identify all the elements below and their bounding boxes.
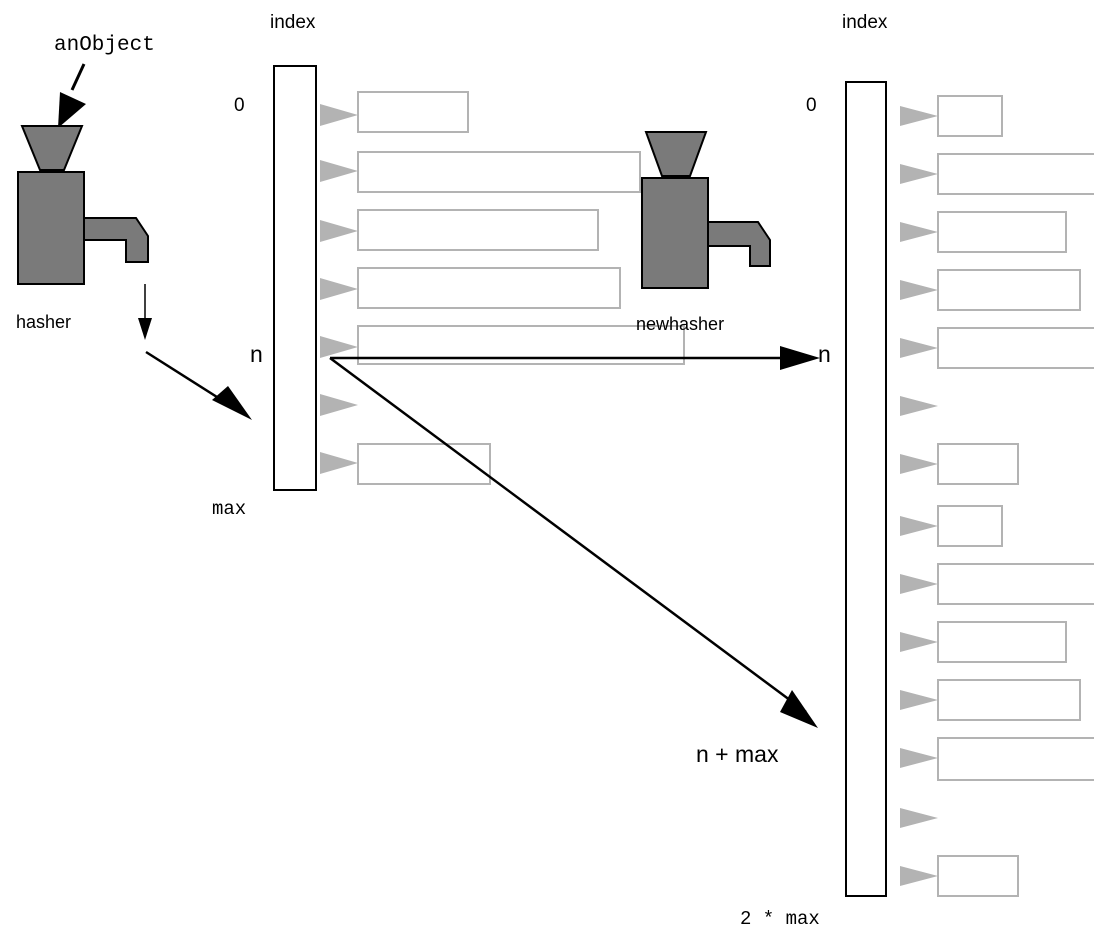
right-zero-label: 0 bbox=[806, 95, 817, 116]
rehash-arrow-to-n-plus-max bbox=[330, 358, 818, 728]
bucket-chain bbox=[938, 506, 1002, 546]
bucket-chain bbox=[938, 564, 1094, 604]
left-n-label: n bbox=[250, 341, 263, 367]
left-zero-label: 0 bbox=[234, 95, 245, 116]
bucket-chain bbox=[938, 212, 1066, 252]
bucket-pointer bbox=[900, 748, 938, 768]
n-plus-max-label: n + max bbox=[696, 741, 779, 767]
bucket-chain bbox=[938, 856, 1018, 896]
bucket-chain bbox=[938, 96, 1002, 136]
bucket-pointer bbox=[900, 454, 938, 474]
bucket-pointer bbox=[320, 452, 358, 474]
bucket-pointer bbox=[900, 690, 938, 710]
bucket-chain bbox=[358, 268, 620, 308]
two-max-label: 2 * max bbox=[740, 908, 820, 930]
right-index-header: index bbox=[842, 12, 888, 33]
right-index-array bbox=[846, 82, 886, 896]
bucket-pointer bbox=[900, 222, 938, 242]
rehash-arrow-to-n bbox=[330, 346, 820, 370]
hasher-label: hasher bbox=[16, 312, 71, 332]
bucket-chain bbox=[358, 444, 490, 484]
hasher-output-arrow bbox=[138, 284, 152, 340]
bucket-pointer bbox=[900, 396, 938, 416]
hash-to-index-arrow bbox=[146, 352, 252, 420]
bucket-chain bbox=[938, 738, 1094, 780]
hasher-icon bbox=[18, 126, 148, 284]
bucket-chain bbox=[938, 444, 1018, 484]
left-index-array bbox=[274, 66, 316, 490]
bucket-pointer bbox=[320, 394, 358, 416]
bucket-chain bbox=[358, 92, 468, 132]
left-buckets bbox=[320, 92, 684, 484]
right-buckets bbox=[900, 96, 1094, 896]
bucket-chain bbox=[938, 680, 1080, 720]
bucket-chain bbox=[358, 210, 598, 250]
left-index-header: index bbox=[270, 12, 316, 33]
bucket-pointer bbox=[900, 164, 938, 184]
bucket-pointer bbox=[320, 160, 358, 182]
newhasher-label: newhasher bbox=[636, 314, 724, 334]
bucket-pointer bbox=[900, 866, 938, 886]
input-arrow bbox=[58, 64, 86, 128]
bucket-chain bbox=[938, 154, 1094, 194]
bucket-pointer bbox=[900, 338, 938, 358]
bucket-pointer bbox=[320, 336, 358, 358]
bucket-chain bbox=[358, 152, 640, 192]
bucket-pointer bbox=[320, 104, 358, 126]
bucket-pointer bbox=[320, 220, 358, 242]
bucket-pointer bbox=[320, 278, 358, 300]
bucket-pointer bbox=[900, 280, 938, 300]
bucket-pointer bbox=[900, 106, 938, 126]
bucket-pointer bbox=[900, 574, 938, 594]
newhasher-icon bbox=[642, 132, 770, 288]
bucket-pointer bbox=[900, 808, 938, 828]
input-label: anObject bbox=[54, 34, 155, 57]
bucket-pointer bbox=[900, 632, 938, 652]
left-max-label: max bbox=[212, 498, 246, 520]
bucket-chain bbox=[938, 622, 1066, 662]
bucket-chain bbox=[938, 328, 1094, 368]
right-n-label: n bbox=[818, 341, 831, 367]
bucket-chain bbox=[938, 270, 1080, 310]
bucket-pointer bbox=[900, 516, 938, 536]
